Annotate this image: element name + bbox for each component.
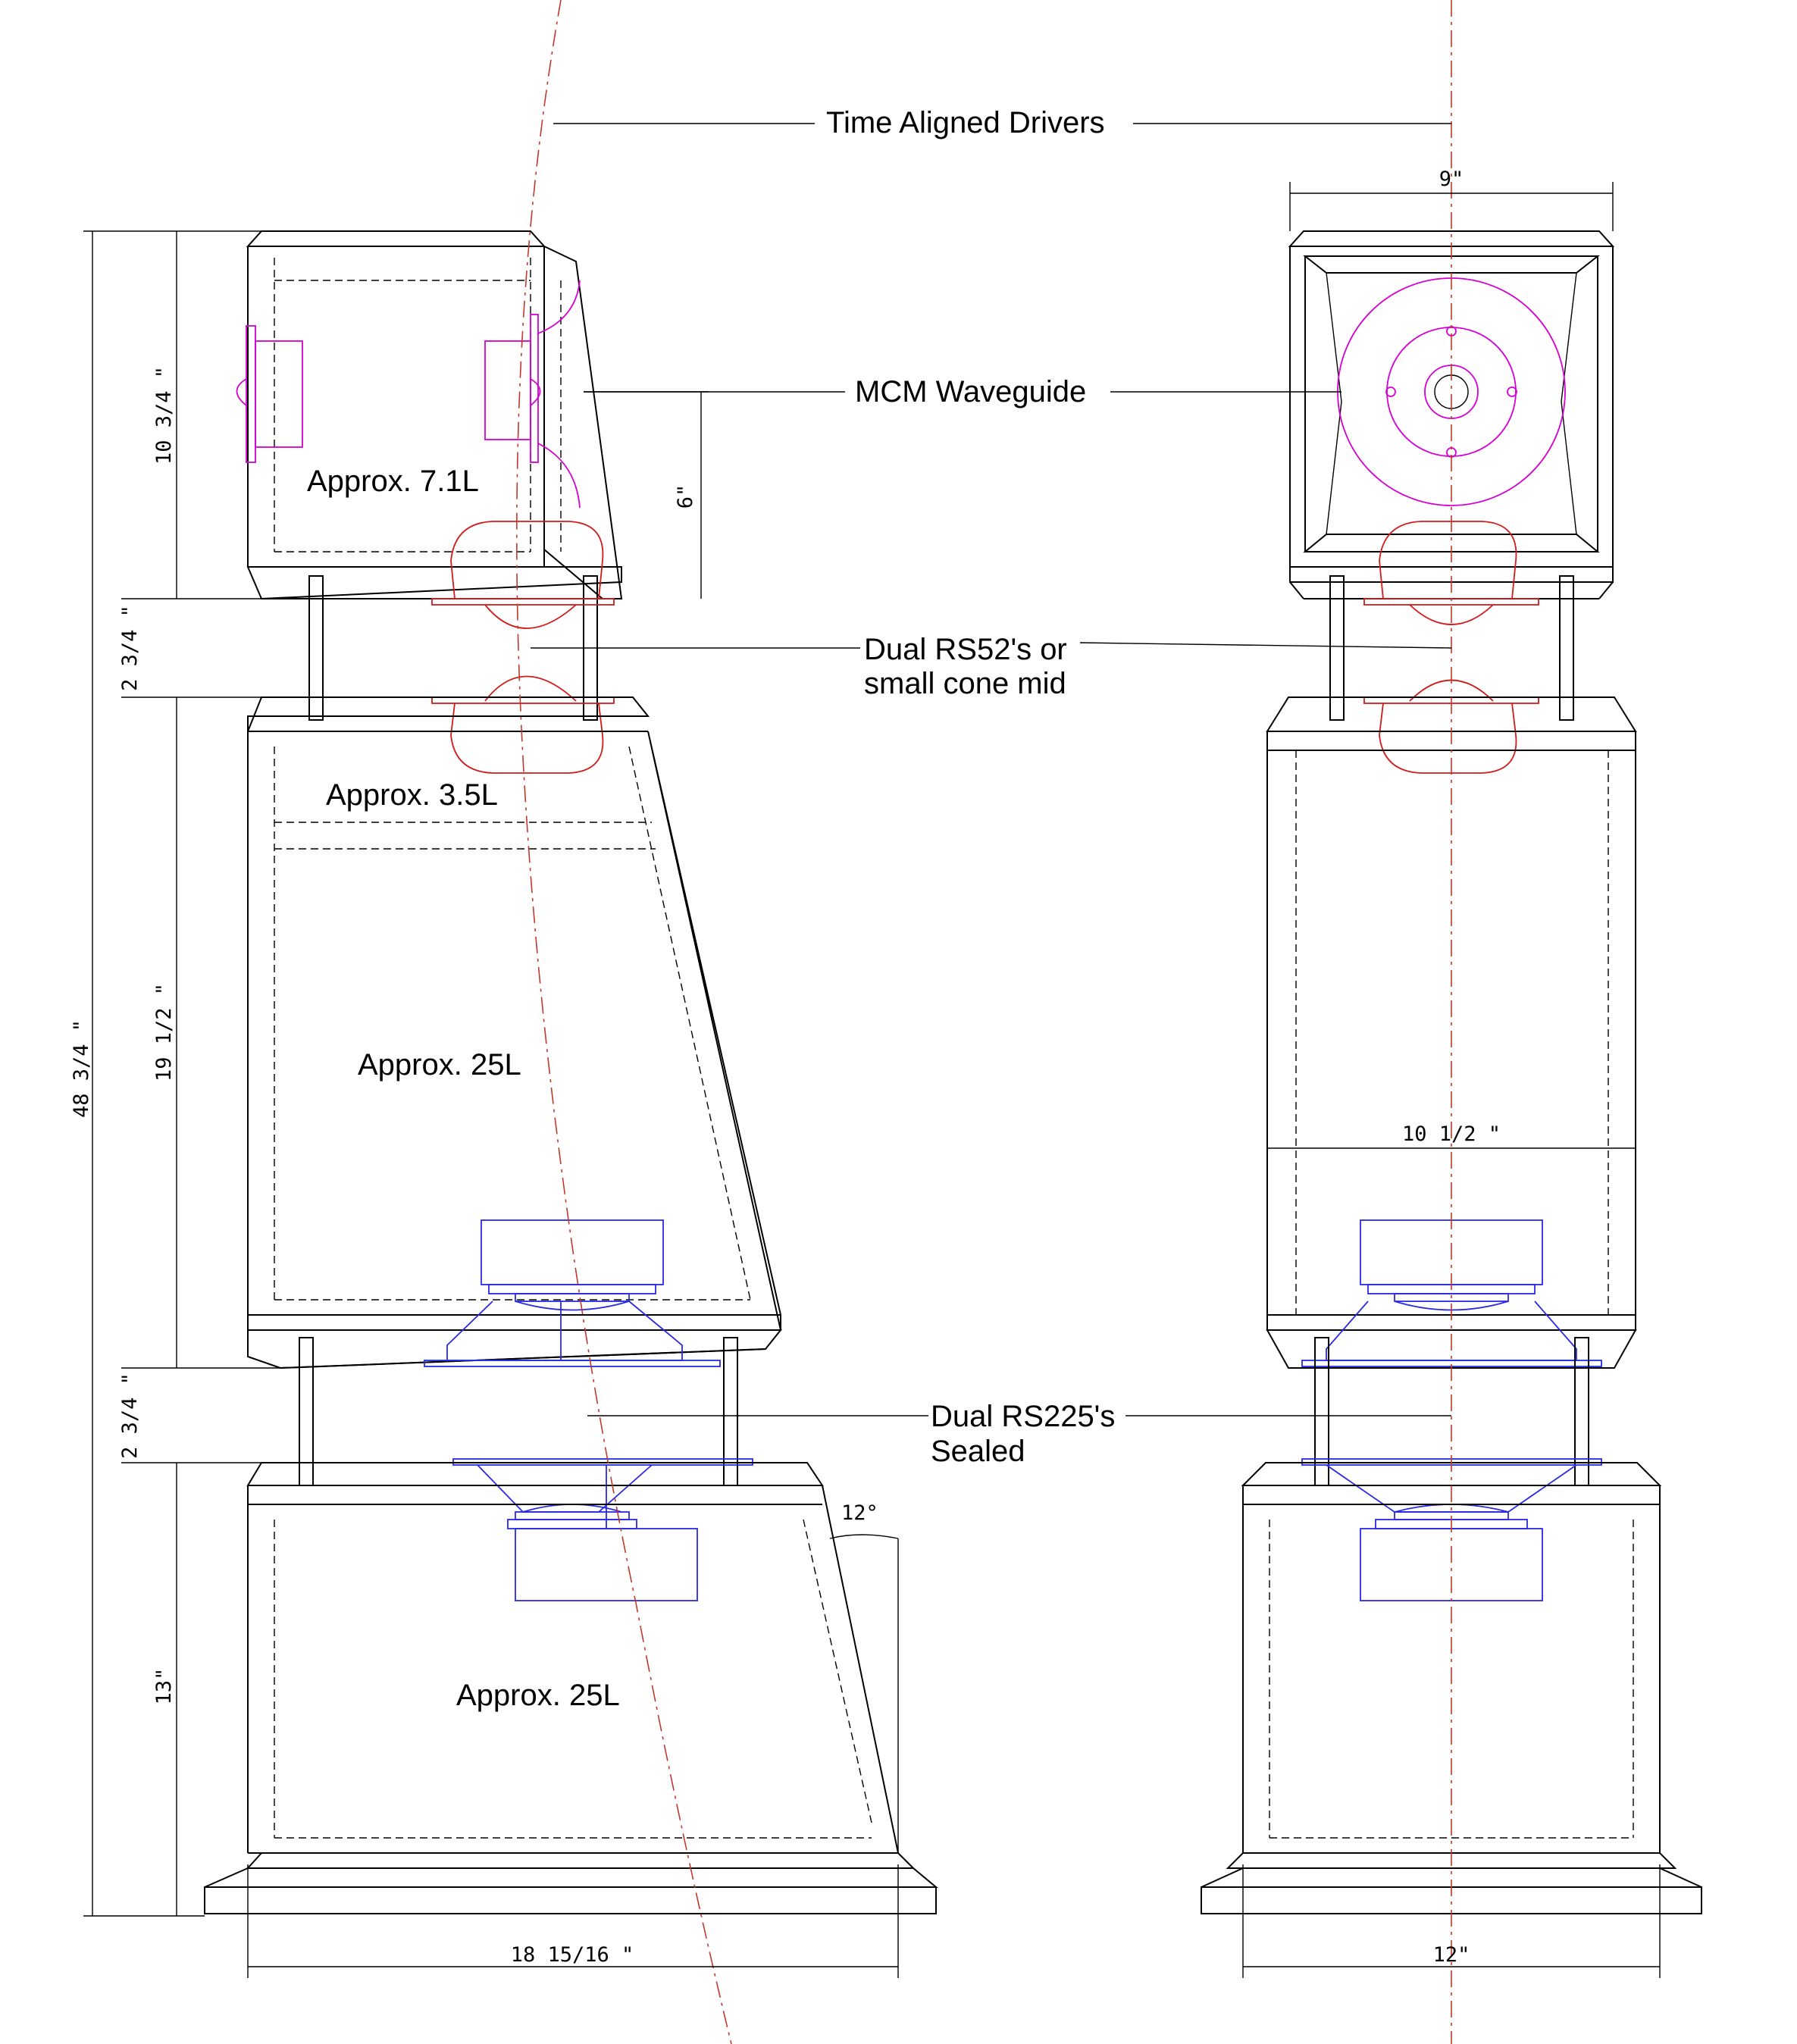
front-upper-legs — [1329, 575, 1574, 721]
dim-total-height: 48 3/4 " — [70, 1019, 93, 1118]
side-top-box — [246, 230, 623, 600]
side-upper-woofer — [424, 1219, 721, 1367]
dim-front-mid-width: 10 1/2 " — [1402, 1122, 1501, 1146]
label-woofer-line2: Sealed — [931, 1435, 1025, 1468]
side-view — [204, 230, 938, 1914]
label-woofer-line1: Dual RS225's — [931, 1400, 1115, 1433]
time-alignment-axis — [516, 0, 732, 2044]
side-lower-woofer — [452, 1458, 753, 1601]
dimension-lines — [83, 182, 1661, 1978]
dim-angle: 12° — [841, 1501, 878, 1525]
dim-gap-lower: 2 3/4 " — [118, 1373, 142, 1459]
dim-front-bottom-width: 12" — [1433, 1943, 1470, 1967]
label-time-aligned: Time Aligned Drivers — [826, 106, 1105, 139]
side-mid-box — [247, 696, 783, 1369]
side-mid-drivers — [431, 521, 615, 774]
volume-upper-bass: Approx. 25L — [358, 1048, 521, 1081]
dim-top-box: 10 3/4 " — [152, 366, 176, 465]
dim-gap-upper: 2 3/4 " — [118, 605, 142, 691]
dim-front-top-width: 9" — [1439, 167, 1464, 191]
dim-bottom-box: 13" — [152, 1668, 176, 1705]
front-top-box — [1288, 230, 1615, 599]
side-bottom-box — [204, 1462, 938, 1914]
volume-lower-bass: Approx. 25L — [456, 1679, 620, 1712]
leader-lines — [531, 123, 1452, 1416]
volume-mid: Approx. 3.5L — [326, 778, 498, 812]
volume-top: Approx. 7.1L — [307, 465, 479, 498]
dim-side-depth: 18 15/16 " — [511, 1943, 634, 1967]
label-mid-line2: small cone mid — [864, 667, 1066, 700]
label-waveguide: MCM Waveguide — [855, 375, 1086, 408]
dim-waveguide-offset: 6" — [674, 484, 697, 509]
side-waveguide — [236, 280, 581, 509]
dim-mid-box: 19 1/2 " — [152, 983, 176, 1081]
label-mid-line1: Dual RS52's or — [864, 633, 1067, 666]
